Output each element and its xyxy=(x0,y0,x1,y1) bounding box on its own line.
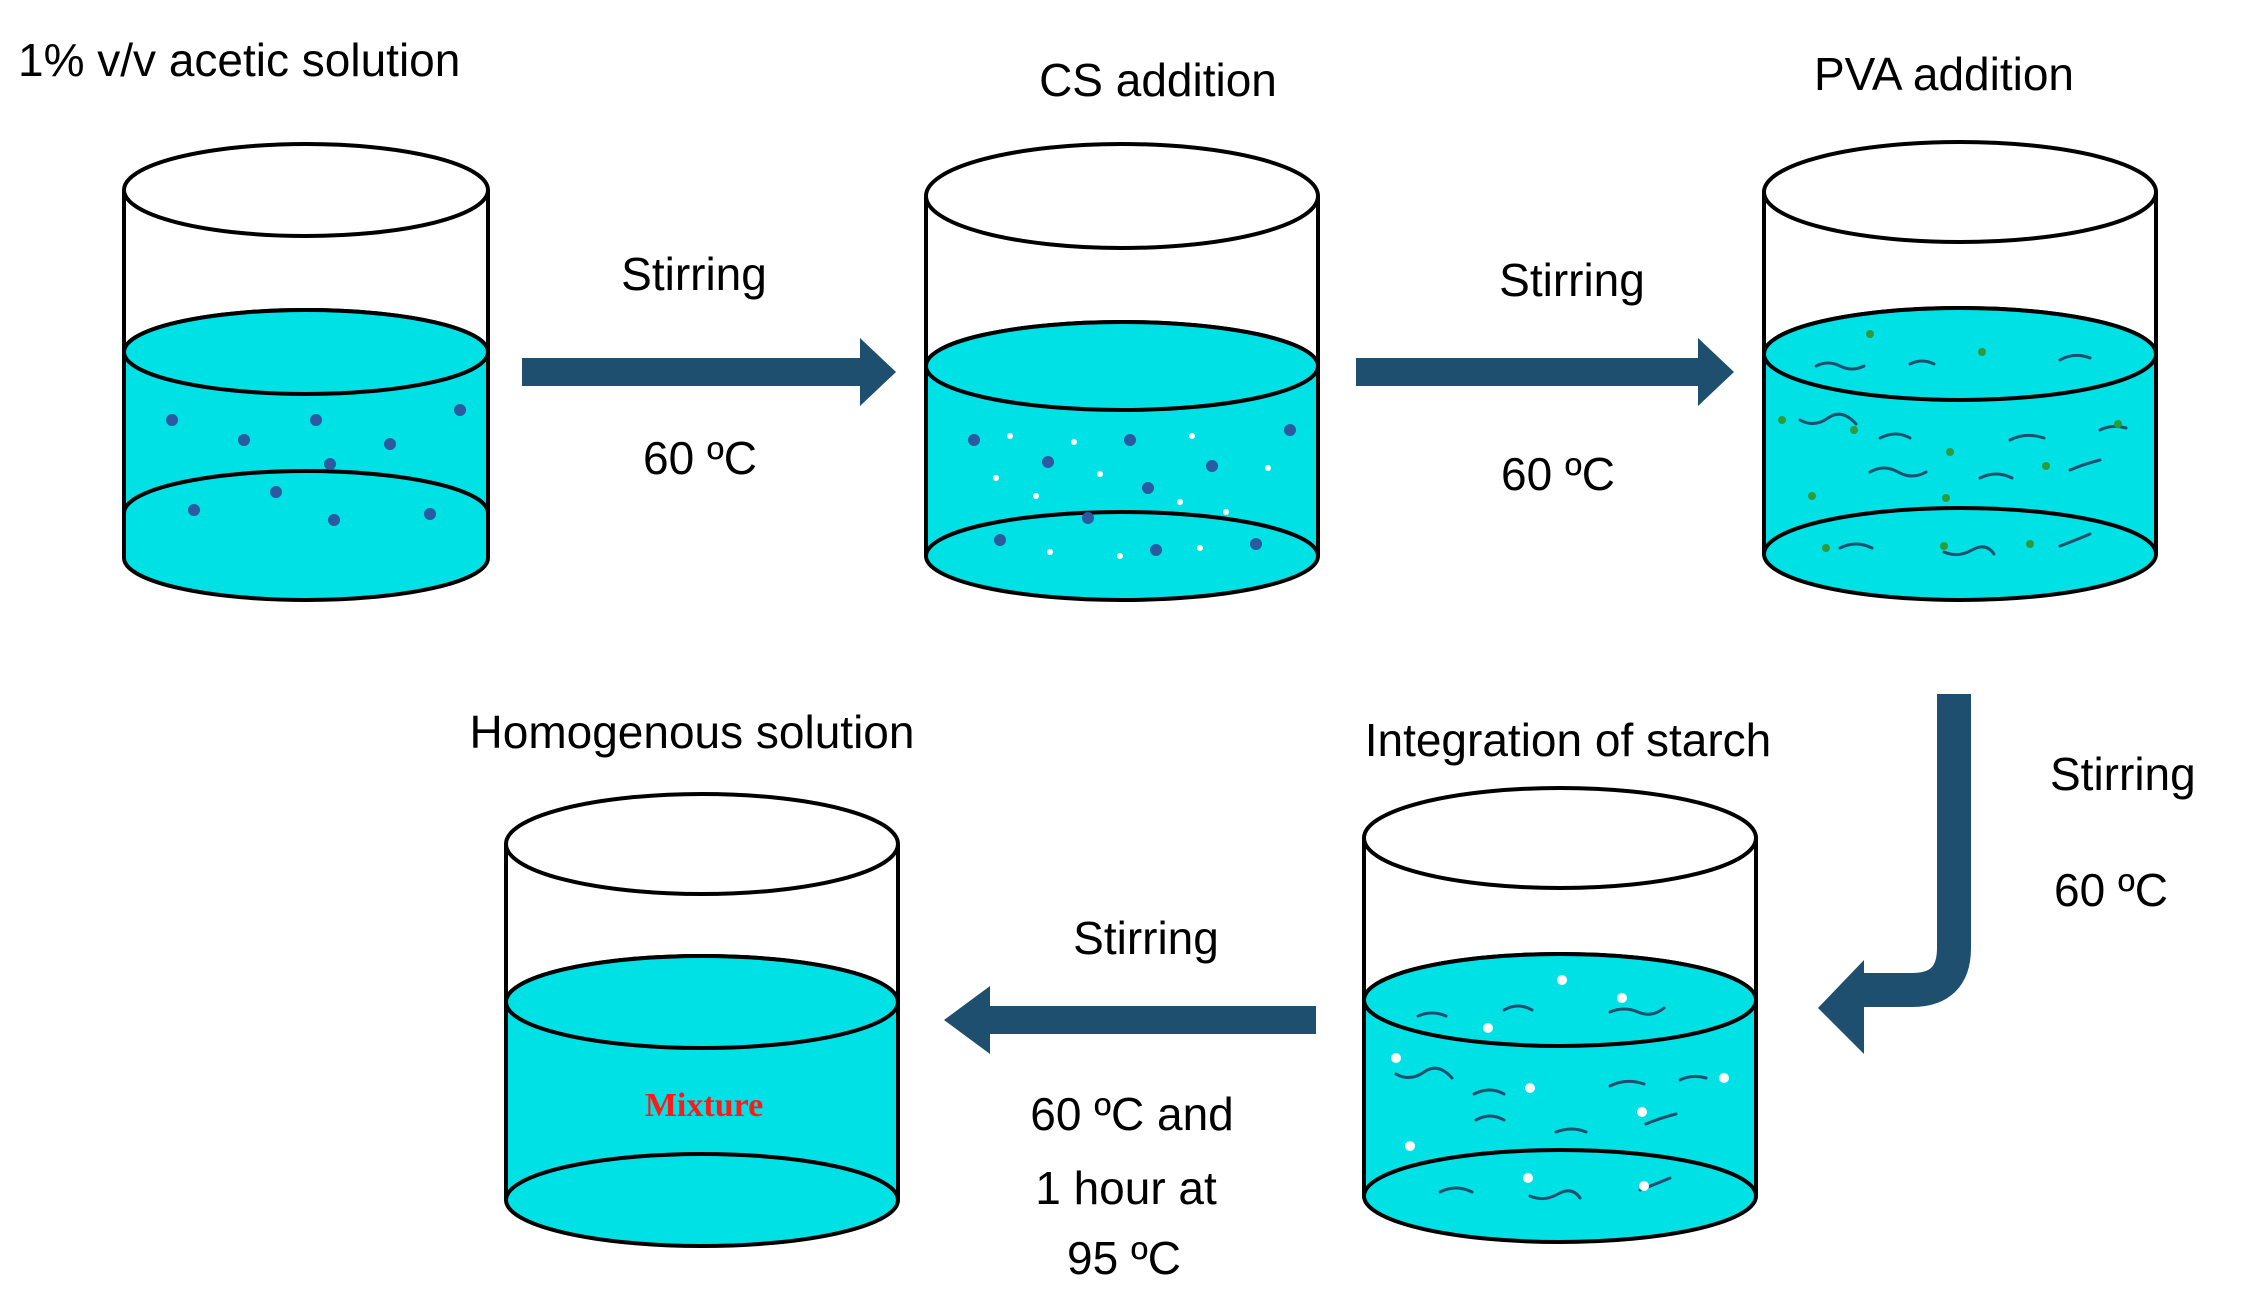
step-4-action: Stirring xyxy=(1073,912,1219,964)
liquid-surface xyxy=(122,308,490,396)
liquid-bottom-arc xyxy=(924,510,1320,557)
step-4-condition-line-2: 1 hour at xyxy=(1035,1162,1217,1214)
beaker-acetic-solution xyxy=(122,142,490,602)
step-1-action: Stirring xyxy=(621,248,767,300)
step-2-action: Stirring xyxy=(1499,254,1645,306)
liquid-surface xyxy=(924,320,1320,412)
liquid-bottom-arc xyxy=(1762,506,2158,555)
liquid-bottom-arc xyxy=(122,469,490,514)
polymer-strands xyxy=(1394,1004,1708,1201)
step-1-condition: 60 ºC xyxy=(643,432,757,484)
particles-green xyxy=(1778,330,2122,552)
particles-white xyxy=(993,433,1271,559)
beaker-homogenous-solution: Mixture xyxy=(504,792,900,1248)
arrow-step-4 xyxy=(944,986,1316,1054)
liquid-bottom-arc xyxy=(1362,1148,1758,1197)
beaker-rim xyxy=(1362,786,1758,890)
beaker-cs-addition xyxy=(924,142,1320,602)
step-3-condition: 60 ºC xyxy=(2054,864,2168,916)
step-2-condition: 60 ºC xyxy=(1501,448,1615,500)
beaker-5-title: Homogenous solution xyxy=(470,706,915,758)
beaker-integration-of-starch xyxy=(1362,786,1758,1244)
step-4-condition-line-1: 60 ºC and xyxy=(1030,1088,1234,1140)
liquid-surface xyxy=(1362,952,1758,1048)
polymer-strands xyxy=(1798,353,2128,557)
particles-dark xyxy=(968,424,1296,556)
step-4-condition-line-3: 95 ºC xyxy=(1067,1232,1181,1284)
liquid-surface xyxy=(504,954,900,1050)
liquid-surface xyxy=(1762,306,2158,402)
beaker-rim xyxy=(504,792,900,896)
beaker-3-title: PVA addition xyxy=(1814,48,2074,100)
mixture-label: Mixture xyxy=(645,1087,763,1124)
beaker-2-title: CS addition xyxy=(1039,54,1277,106)
liquid-bottom-arc xyxy=(504,1152,900,1201)
beaker-4-title: Integration of starch xyxy=(1365,714,1772,766)
beaker-rim xyxy=(924,142,1320,250)
arrow-step-2 xyxy=(1356,338,1734,406)
arrow-step-1 xyxy=(522,338,896,406)
particles-white xyxy=(1391,975,1729,1191)
beaker-rim xyxy=(1762,140,2158,244)
beaker-pva-addition xyxy=(1762,140,2158,602)
beaker-rim xyxy=(122,142,490,238)
step-3-action: Stirring xyxy=(2050,748,2196,800)
beaker-1-title: 1% v/v acetic solution xyxy=(18,34,460,86)
particles-dark xyxy=(166,404,466,526)
arrow-step-3 xyxy=(1818,694,1971,1054)
